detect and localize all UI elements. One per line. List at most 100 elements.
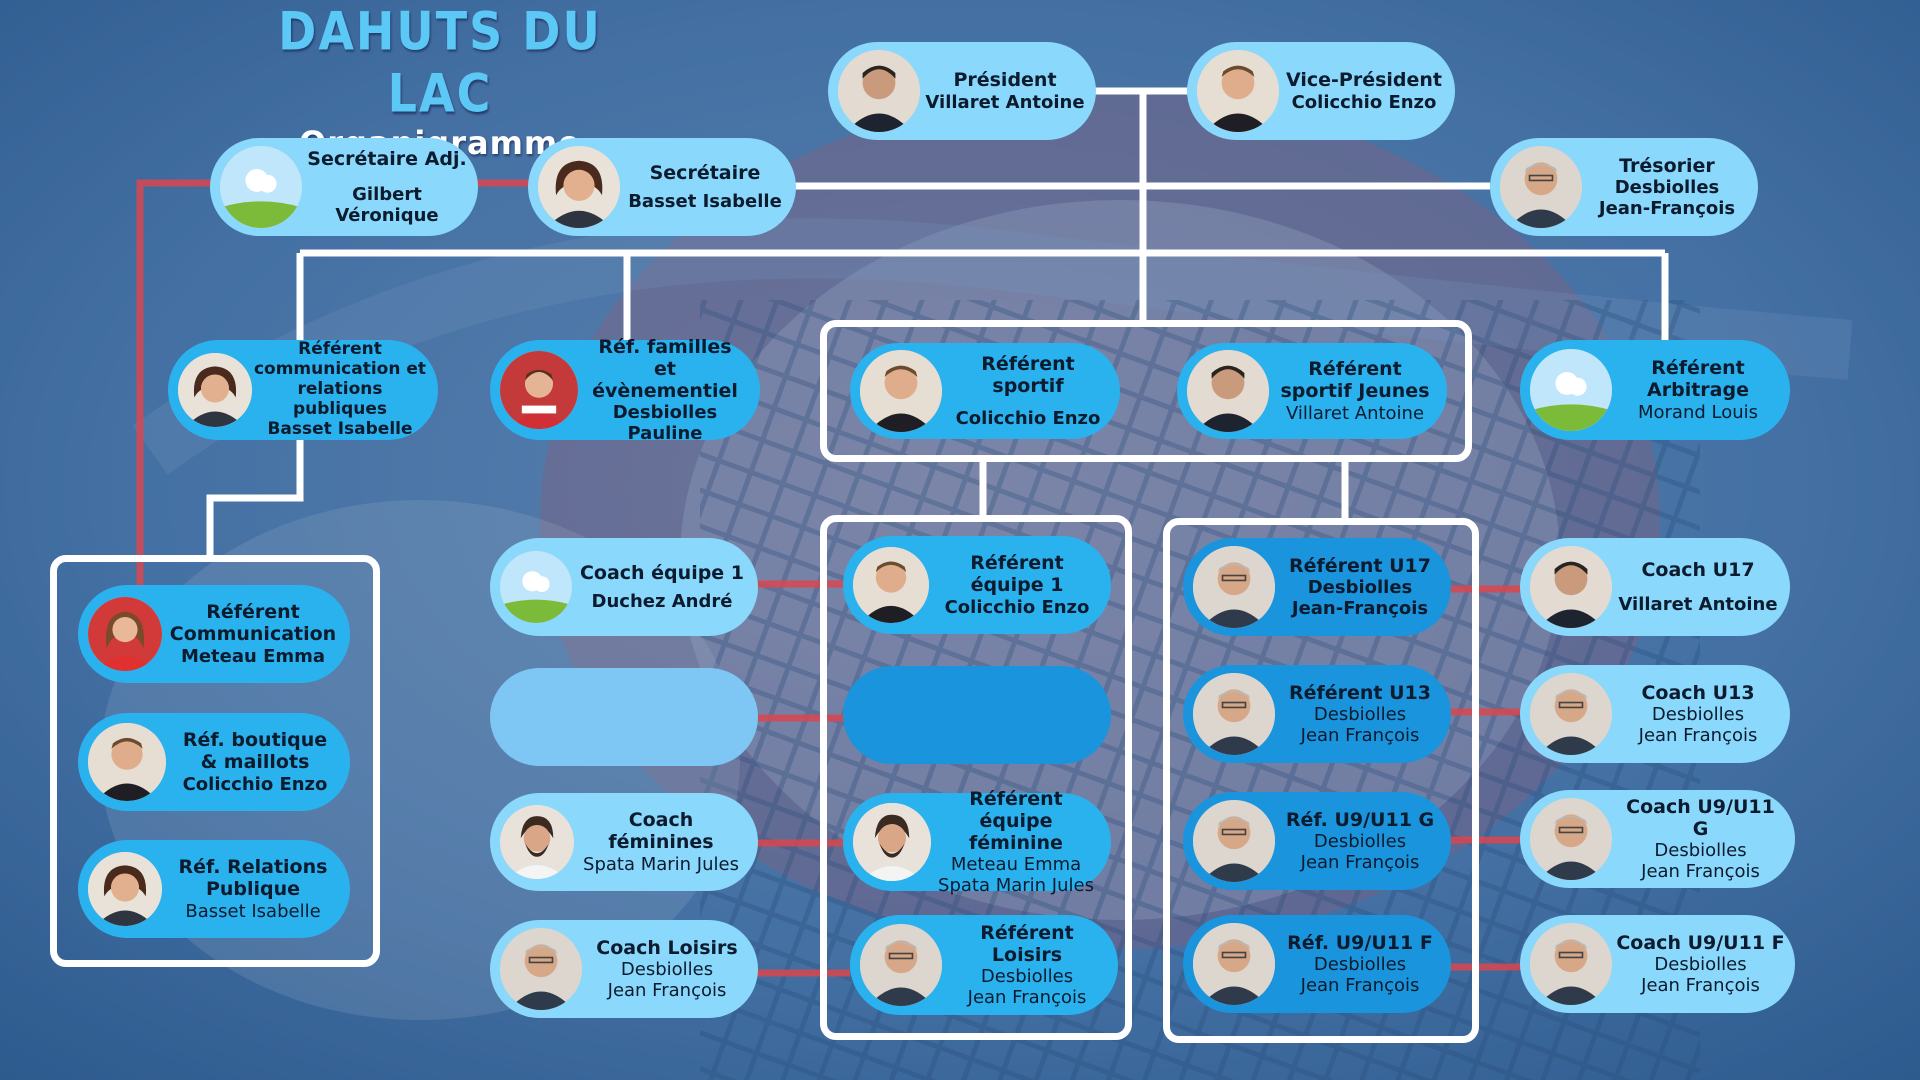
node-name: Spata Marin Jules — [583, 853, 739, 875]
node-role: Référent — [970, 552, 1064, 575]
node-name: Jean François — [1300, 975, 1420, 997]
node-secretaire-adj[interactable]: Secrétaire Adj. Gilbert Véronique — [210, 138, 478, 236]
node-name: Desbiolles Pauline — [612, 402, 718, 445]
node-role: Coach U17 — [1641, 559, 1755, 582]
node-role: Référent — [206, 601, 300, 624]
person-photo-icon — [1193, 923, 1275, 1005]
avatar — [860, 350, 942, 432]
node-role: Réf. U9/U11 F — [1287, 931, 1433, 954]
header: DAHUTS DU LAC Organigramme — [260, 0, 620, 162]
avatar — [538, 146, 620, 228]
node-role: Coach féminines — [608, 809, 714, 854]
node-role: Référent — [1308, 358, 1402, 381]
node-name: Desbiolles — [1313, 831, 1407, 853]
person-photo-icon — [1193, 546, 1275, 628]
node-name: Basset Isabelle — [185, 900, 321, 922]
node-name: Jean François — [1641, 861, 1760, 883]
person-photo-icon — [1530, 673, 1612, 755]
person-photo-icon — [1530, 546, 1612, 628]
person-photo-icon — [500, 928, 582, 1010]
node-role: Secrétaire Adj. — [307, 147, 467, 170]
node-role: équipe 1 — [970, 574, 1064, 597]
node-name: Villaret Antoine — [1618, 593, 1778, 615]
node-name: Duchez André — [591, 590, 733, 612]
node-name: Morand Louis — [1637, 401, 1759, 423]
avatar — [220, 146, 302, 228]
person-photo-icon — [1530, 798, 1612, 880]
person-photo-icon — [838, 50, 920, 132]
landscape-placeholder-icon — [500, 551, 572, 623]
person-photo-icon — [88, 723, 166, 801]
node-role: Référent U17 — [1288, 554, 1432, 577]
avatar — [88, 852, 162, 926]
node-name: Desbiolles — [1651, 704, 1745, 726]
avatar — [860, 924, 942, 1006]
person-photo-icon — [1500, 146, 1582, 228]
node-role: Arbitrage — [1647, 379, 1749, 402]
node-role: féminine — [969, 832, 1063, 855]
node-role: Référent — [980, 921, 1074, 944]
node-name: Desbiolles — [1654, 840, 1747, 862]
node-name: Jean François — [1641, 975, 1760, 997]
person-photo-icon — [538, 146, 620, 228]
node-name: Meteau Emma — [180, 645, 326, 667]
avatar — [1193, 546, 1275, 628]
node-name: Basset Isabelle — [267, 418, 413, 439]
node-name: Villaret Antoine — [1285, 402, 1425, 424]
avatar — [1197, 50, 1279, 132]
person-photo-icon — [500, 351, 578, 429]
avatar — [1193, 673, 1275, 755]
avatar — [1530, 546, 1612, 628]
node-name: Meteau Emma — [950, 854, 1082, 876]
node-role: Trésorier — [1619, 154, 1715, 177]
node-role: Communication — [169, 623, 337, 646]
node-role: Référent sportif — [981, 353, 1075, 398]
avatar — [178, 353, 252, 427]
node-role: Référent — [298, 339, 382, 360]
node-role: communication et — [253, 359, 427, 380]
node-role: relations publiques — [292, 379, 387, 419]
person-photo-icon — [88, 852, 162, 926]
node-role: Réf. U9/U11 G — [1285, 808, 1435, 831]
node-role: Coach U13 — [1641, 681, 1755, 704]
node-name: Gilbert Véronique — [335, 184, 439, 227]
group-frame-communication — [50, 555, 380, 967]
person-photo-icon — [860, 924, 942, 1006]
avatar — [1530, 923, 1612, 1005]
person-photo-icon — [853, 547, 929, 623]
node-name: Colicchio Enzo — [944, 596, 1090, 618]
node-name: Desbiolles — [1313, 704, 1407, 726]
node-name: Jean François — [1300, 852, 1420, 874]
person-photo-icon — [1530, 923, 1612, 1005]
node-name: Colicchio Enzo — [955, 407, 1101, 429]
node-role: Référent — [1651, 357, 1745, 380]
person-photo-icon — [853, 803, 931, 881]
avatar — [1193, 800, 1275, 882]
